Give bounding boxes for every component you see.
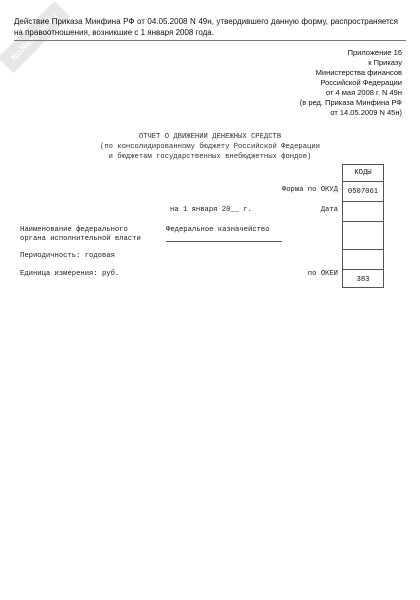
okei-label: по ОКЕИ	[307, 270, 338, 278]
appendix-line: к Приказу	[368, 58, 402, 67]
appendix-line: от 14.05.2009 N 45н)	[330, 108, 402, 117]
appendix-line: Приложение 16	[347, 48, 402, 57]
okud-label: Форма по ОКУД	[281, 186, 338, 194]
org-code[interactable]	[343, 221, 383, 249]
codes-header: КОДЫ	[354, 169, 372, 177]
report-title-line3: и бюджетам государственных внебюджетных …	[108, 153, 312, 161]
date-code[interactable]	[343, 201, 383, 221]
legal-notice: Действие Приказа Минфина РФ от 04.05.200…	[14, 17, 398, 37]
report-title: ОТЧЕТ О ДВИЖЕНИИ ДЕНЕЖНЫХ СРЕДСТВ (по ко…	[30, 132, 390, 162]
report-title-line2: (по консолидированному бюджету Российско…	[100, 143, 320, 151]
appendix-line: Министерства финансов	[315, 68, 402, 77]
periodicity: Периодичность: годовая	[20, 252, 115, 260]
unit-of-measure: Единица измерения: руб.	[20, 270, 120, 278]
okud-code: 0507061	[343, 181, 383, 201]
periodicity-code[interactable]	[343, 249, 383, 269]
report-title-line1: ОТЧЕТ О ДВИЖЕНИИ ДЕНЕЖНЫХ СРЕДСТВ	[138, 133, 282, 141]
appendix-block: Приложение 16 к Приказу Министерства фин…	[232, 48, 402, 118]
codes-table: КОДЫ 0507061 383	[342, 164, 384, 288]
okei-code: 383	[343, 269, 383, 289]
org-label-line1: Наименование федерального	[20, 226, 128, 234]
date-label: Дата	[320, 206, 338, 214]
appendix-line: от 4 мая 2008 г. N 49н	[326, 88, 402, 97]
org-value: Федеральное казначейство	[166, 226, 282, 242]
report-date: на 1 января 20__ г.	[170, 206, 252, 214]
appendix-line: (в ред. Приказа Минфина РФ	[299, 98, 402, 107]
org-label-line2: органа исполнительной власти	[20, 235, 141, 243]
notice-divider	[14, 40, 406, 41]
appendix-line: Российской Федерации	[320, 78, 402, 87]
